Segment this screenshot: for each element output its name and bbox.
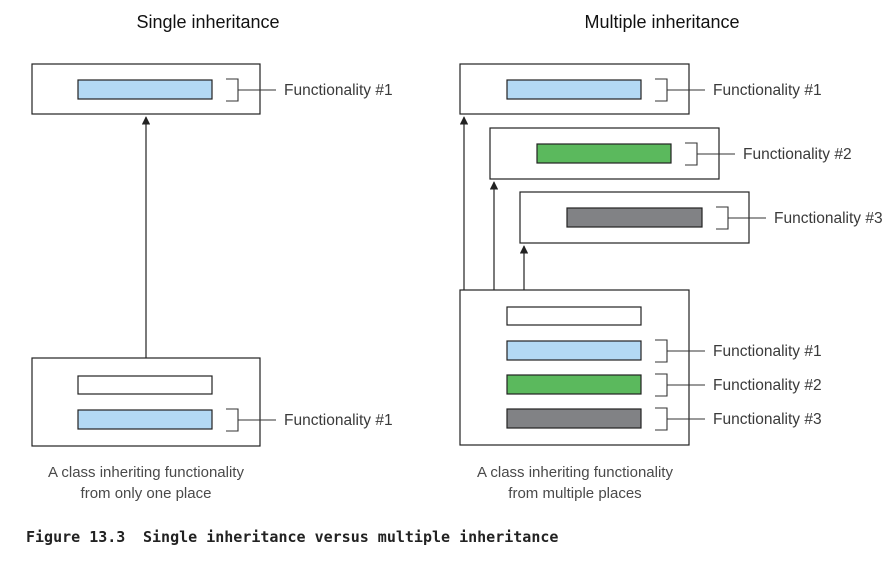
single-caption-line-2: from only one place <box>81 485 212 502</box>
multi-child-functionality-1-bar <box>506 340 642 361</box>
multiple-caption-line-1: A class inheriting functionality <box>477 464 673 481</box>
multi-child-bracket-3 <box>655 407 705 431</box>
single-parent-bracket <box>226 78 276 102</box>
multiple-inheritance-heading: Multiple inheritance <box>584 12 739 32</box>
single-parent-functionality-label: Functionality #1 <box>284 82 393 99</box>
single-parent-functionality-1-bar <box>77 79 213 100</box>
multi-child-bracket-1 <box>655 339 705 363</box>
multi-parent-3-functionality-bar <box>566 207 703 228</box>
multi-child-label-2: Functionality #2 <box>713 377 822 394</box>
multi-parent-2-bracket <box>685 142 735 166</box>
multi-parent-1-label: Functionality #1 <box>713 82 822 99</box>
multi-child-functionality-3-bar <box>506 408 642 429</box>
single-child-class-box <box>31 357 261 447</box>
figure-title: Single inheritance versus multiple inher… <box>143 528 558 546</box>
single-child-functionality-1-bar <box>77 409 213 430</box>
single-child-bracket <box>226 408 276 432</box>
multi-child-bracket-2 <box>655 373 705 397</box>
multi-parent-2-label: Functionality #2 <box>743 146 852 163</box>
single-child-functionality-label: Functionality #1 <box>284 412 393 429</box>
single-child-own-bar <box>77 375 213 395</box>
multi-parent-1-functionality-bar <box>506 79 642 100</box>
multi-child-label-3: Functionality #3 <box>713 411 822 428</box>
multi-child-functionality-2-bar <box>506 374 642 395</box>
multi-parent-2-functionality-bar <box>536 143 672 164</box>
multi-parent-1-bracket <box>655 78 705 102</box>
multiple-caption-line-2: from multiple places <box>508 485 641 502</box>
figure-number: Figure 13.3 <box>26 528 125 546</box>
multi-parent-3-label: Functionality #3 <box>774 210 883 227</box>
multi-child-label-1: Functionality #1 <box>713 343 822 360</box>
multi-child-own-bar <box>506 306 642 326</box>
single-inheritance-heading: Single inheritance <box>136 12 279 32</box>
single-caption-line-1: A class inheriting functionality <box>48 464 244 481</box>
multi-parent-3-bracket <box>716 206 766 230</box>
